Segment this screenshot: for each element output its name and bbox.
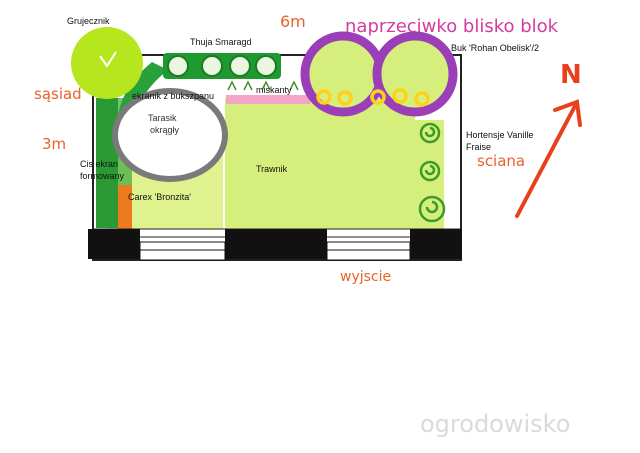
miscanthus-label: miskanty (256, 85, 292, 95)
neighbour-label: sąsiad (34, 85, 82, 103)
miscanthus-grass (227, 80, 299, 91)
boxwood-screen-label: ekranik z bukszpanu (132, 91, 215, 101)
north-arrow (515, 99, 582, 218)
thuja-label: Thuja Smaragd (190, 37, 252, 47)
miscanthus-strip (226, 95, 310, 104)
terrace-label-2: okrągły (150, 125, 180, 135)
hydrangea-bed (414, 120, 444, 232)
terrace-label-1: Tarasik (148, 113, 177, 123)
grujecznik-tree (71, 27, 143, 99)
thuja-row (163, 53, 281, 79)
watermark: ogrodowisko (420, 410, 571, 438)
width-dimension-label: 6m (280, 12, 306, 31)
hydrangea-label-1: Hortensje Vanille (466, 130, 534, 140)
hydrangea-label-2: Fraise (466, 142, 492, 152)
yellow-rings (316, 88, 430, 107)
yew-label-2: formowany (80, 171, 125, 181)
hydrangea-spirals (418, 122, 446, 223)
exit-label: wyjscie (340, 269, 392, 285)
grujecznik-mark (99, 51, 117, 68)
grujecznik-label: Grujecznik (67, 16, 110, 26)
north-label: N (560, 60, 582, 90)
yew-label-1: Cis ekran (80, 159, 119, 169)
wall-label: sciana (477, 152, 526, 170)
opposite-block-label: naprzeciwko blisko blok (345, 16, 559, 37)
round-terrace (112, 88, 228, 182)
beech-circle-1 (300, 31, 386, 117)
lawn-label: Trawnik (256, 164, 288, 174)
beech-label: Buk 'Rohan Obelisk'/2 (451, 43, 539, 53)
carex-patch (118, 185, 132, 229)
carex-label: Carex 'Bronzita' (128, 192, 191, 202)
depth-dimension-label: 3m (42, 135, 67, 153)
house-wall (88, 228, 462, 261)
lawn-area (225, 98, 415, 233)
